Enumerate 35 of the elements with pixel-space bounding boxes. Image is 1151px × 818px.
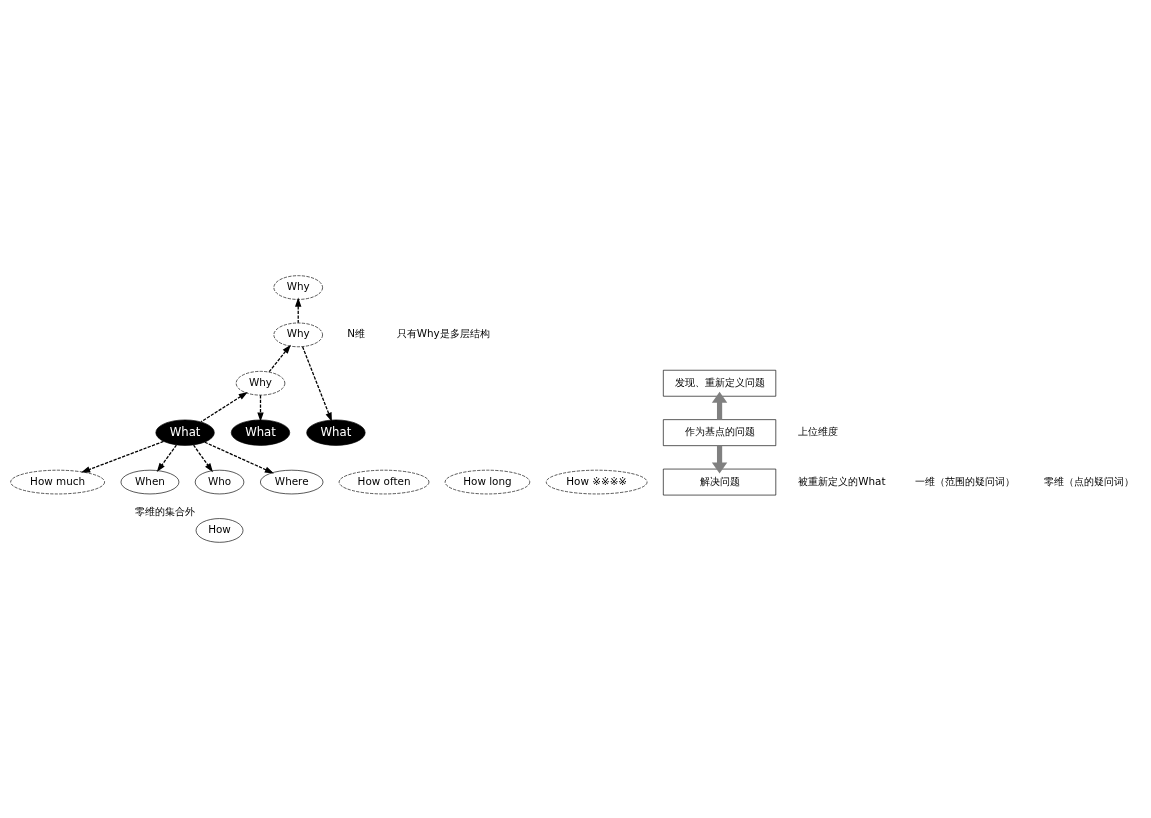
arrow bbox=[257, 394, 264, 422]
node-ellipse: What bbox=[306, 419, 366, 446]
node-ellipse: What bbox=[230, 419, 291, 446]
node-ellipse: Why bbox=[273, 322, 323, 348]
label: 被重新定义的What bbox=[798, 474, 886, 487]
node-ellipse: Why bbox=[273, 275, 323, 300]
label: 只有Why是多层结构 bbox=[396, 327, 490, 340]
node-ellipse: How bbox=[195, 518, 244, 543]
node-ellipse: How ※※※※ bbox=[545, 469, 648, 495]
node-label: 零维的集合外 bbox=[135, 505, 196, 518]
arrow bbox=[81, 440, 165, 473]
node-ellipse: What bbox=[155, 419, 215, 446]
label: N维 bbox=[347, 327, 365, 340]
arrow bbox=[711, 445, 728, 474]
node-ellipse: How much bbox=[10, 469, 105, 495]
label: 零维（点的疑问词） bbox=[1043, 474, 1134, 487]
node-ellipse: Why bbox=[235, 371, 286, 396]
label: 一维（范围的疑问词） bbox=[914, 474, 1015, 487]
arrow bbox=[301, 346, 332, 422]
node-ellipse: Where bbox=[260, 469, 324, 495]
arrow bbox=[200, 392, 248, 423]
label: 上位维度 bbox=[798, 425, 839, 438]
arrow bbox=[204, 441, 274, 474]
arrow bbox=[192, 444, 213, 473]
node-ellipse: When bbox=[120, 469, 180, 495]
node-ellipse: How often bbox=[338, 469, 430, 495]
node-box: 解决问题 bbox=[663, 468, 777, 496]
node-ellipse: How long bbox=[444, 469, 531, 495]
arrow bbox=[295, 297, 302, 324]
arrow bbox=[156, 444, 178, 473]
node-box: 作为基点的问题 bbox=[663, 419, 777, 446]
node-ellipse: Who bbox=[194, 469, 245, 495]
node-box: 发现、重新定义问题 bbox=[663, 369, 777, 397]
arrow bbox=[268, 344, 291, 373]
arrow bbox=[711, 391, 728, 420]
